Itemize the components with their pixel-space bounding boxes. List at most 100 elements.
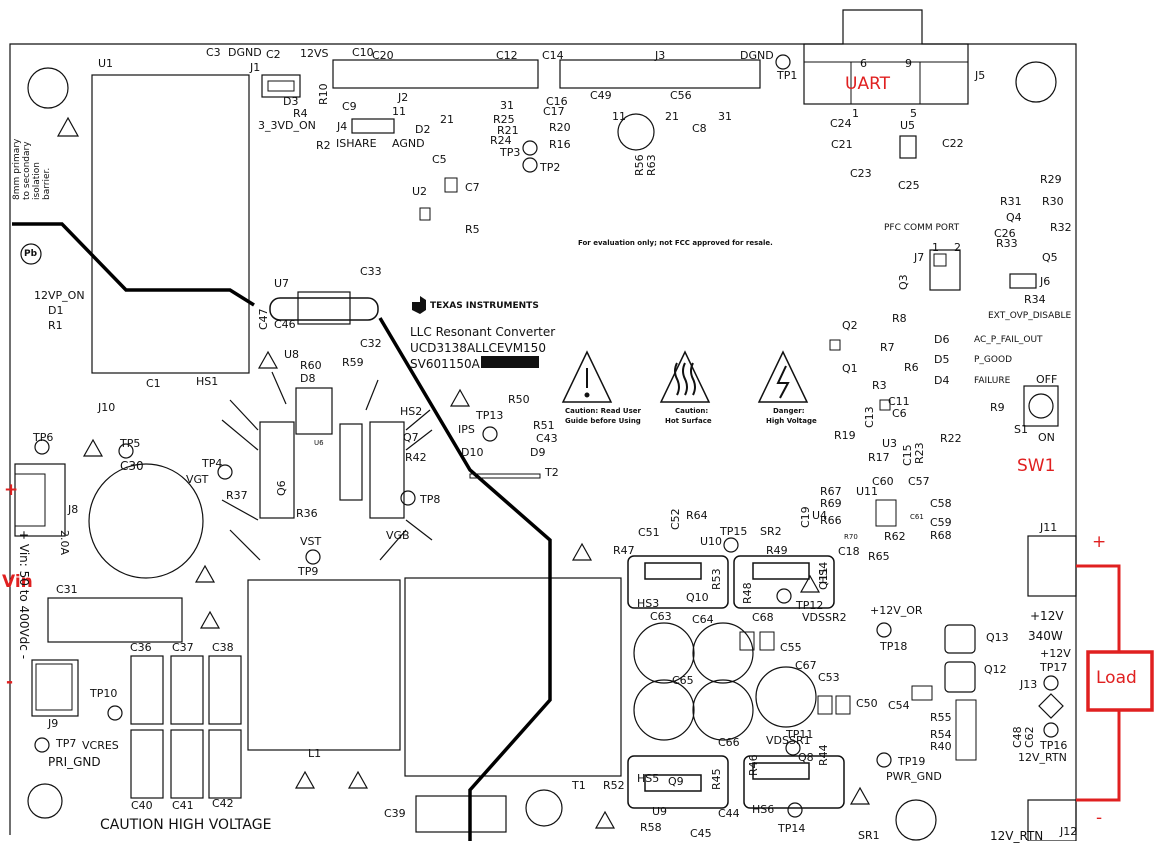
label-q7: Q7 — [403, 431, 419, 444]
label-u11: U11 — [856, 485, 879, 498]
label-c64: C64 — [692, 613, 714, 626]
label-c7: C7 — [465, 181, 480, 194]
label-j4: J4 — [337, 120, 348, 133]
label-hs6: HS6 — [752, 803, 775, 816]
pb-mark: Pb — [24, 249, 38, 259]
label-j2-11: 11 — [392, 105, 406, 118]
label-c23: C23 — [850, 167, 872, 180]
label-hs4: HS4 — [817, 561, 830, 584]
label-c17: C17 — [543, 105, 565, 118]
label-c43: C43 — [536, 432, 558, 445]
label-tp19: TP19 — [898, 755, 926, 768]
s1-switch — [1023, 385, 1059, 427]
label-d2: D2 — [415, 123, 431, 136]
label-j3-21: 21 — [665, 110, 679, 123]
j2-header — [332, 59, 539, 89]
label-tp9: TP9 — [298, 565, 319, 578]
label-r24: R24 — [490, 134, 512, 147]
label-r5: R5 — [465, 223, 480, 236]
label-3v3d: 3_3VD_ON — [258, 119, 316, 132]
label-r59: R59 — [342, 356, 364, 369]
board-outline — [9, 9, 1077, 835]
t1-transformer — [404, 577, 622, 777]
label-tp3: TP3 — [500, 146, 521, 159]
label-j12: J12 — [1060, 825, 1078, 838]
j12-connector — [1027, 799, 1077, 841]
label-r31: R31 — [1000, 195, 1022, 208]
label-tp17: TP17 — [1040, 661, 1068, 674]
label-u5: U5 — [900, 119, 916, 132]
label-c46: C46 — [274, 318, 296, 331]
label-r33: R33 — [996, 237, 1018, 250]
label-pri-gnd: PRI_GND — [48, 755, 101, 769]
label-j3-31: 31 — [718, 110, 732, 123]
label-j3: J3 — [655, 49, 666, 62]
label-2a: 2.0A — [58, 530, 71, 556]
label-r3: R3 — [872, 379, 887, 392]
label-sr1: SR1 — [858, 829, 880, 842]
warn-hv-2: High Voltage — [766, 417, 817, 425]
label-c61: C61 — [910, 513, 924, 521]
label-j5-1: 1 — [852, 107, 859, 120]
label-r66: R66 — [820, 514, 842, 527]
label-j6: J6 — [1040, 275, 1051, 288]
label-q1: Q1 — [842, 362, 858, 375]
label-12vp-on: 12VP_ON — [34, 289, 85, 302]
label-failure: FAILURE — [974, 376, 1011, 386]
label-j13: J13 — [1020, 678, 1038, 691]
label-j5: J5 — [975, 69, 986, 82]
label-r52: R52 — [603, 779, 625, 792]
label-c39: C39 — [384, 807, 406, 820]
label-vcres: VCRES — [82, 739, 119, 752]
c30-capacitor — [88, 463, 204, 579]
board-model: UCD3138ALLCEVM150 — [410, 341, 546, 355]
j11-connector — [1027, 535, 1077, 597]
label-c2: C2 — [266, 48, 281, 61]
label-c56: C56 — [670, 89, 692, 102]
label-tp4: TP4 — [202, 457, 223, 470]
label-c55: C55 — [780, 641, 802, 654]
isolation-note-2: to secondary — [22, 141, 32, 200]
label-q12: Q12 — [984, 663, 1007, 676]
label-j2-21: 21 — [440, 113, 454, 126]
label-c12: C12 — [496, 49, 518, 62]
load-annotation: Load — [1096, 668, 1137, 688]
label-r40: R40 — [930, 740, 952, 753]
label-c52: C52 — [669, 508, 682, 530]
label-r47: R47 — [613, 544, 635, 557]
label-c40: C40 — [131, 799, 153, 812]
label-tp11: TP11 — [786, 728, 814, 741]
label-r25: R25 — [493, 113, 515, 126]
label-r20: R20 — [549, 121, 571, 134]
label-r42: R42 — [405, 451, 427, 464]
label-c44: C44 — [718, 807, 740, 820]
label-d8: D8 — [300, 372, 316, 385]
label-ext-ovp: EXT_OVP_DISABLE — [988, 311, 1072, 321]
ti-brand: TEXAS INSTRUMENTS — [430, 301, 539, 311]
label-r21: R21 — [497, 124, 519, 137]
label-r51: R51 — [533, 419, 555, 432]
label-j10: J10 — [98, 401, 116, 414]
label-q3: Q3 — [897, 274, 910, 290]
label-q2: Q2 — [842, 319, 858, 332]
label-tp10: TP10 — [90, 687, 118, 700]
isolation-barrier — [12, 222, 255, 307]
label-r36: R36 — [296, 507, 318, 520]
label-r7: R7 — [880, 341, 895, 354]
label-12v-b: +12V — [1040, 647, 1071, 660]
label-hs2: HS2 — [400, 405, 423, 418]
warn-read-guide-1: Caution: Read User — [565, 407, 641, 415]
label-r46: R46 — [747, 754, 760, 776]
label-q13: Q13 — [986, 631, 1009, 644]
label-j5-9: 9 — [905, 57, 912, 70]
label-r45: R45 — [710, 768, 723, 790]
label-r60: R60 — [300, 359, 322, 372]
label-ips: IPS — [458, 423, 475, 436]
label-t1: T1 — [572, 779, 586, 792]
label-r30: R30 — [1042, 195, 1064, 208]
label-c31: C31 — [56, 583, 78, 596]
label-s1: S1 — [1014, 423, 1028, 436]
mounting-hole — [27, 67, 69, 109]
isolation-note-3: isolation — [32, 162, 42, 200]
